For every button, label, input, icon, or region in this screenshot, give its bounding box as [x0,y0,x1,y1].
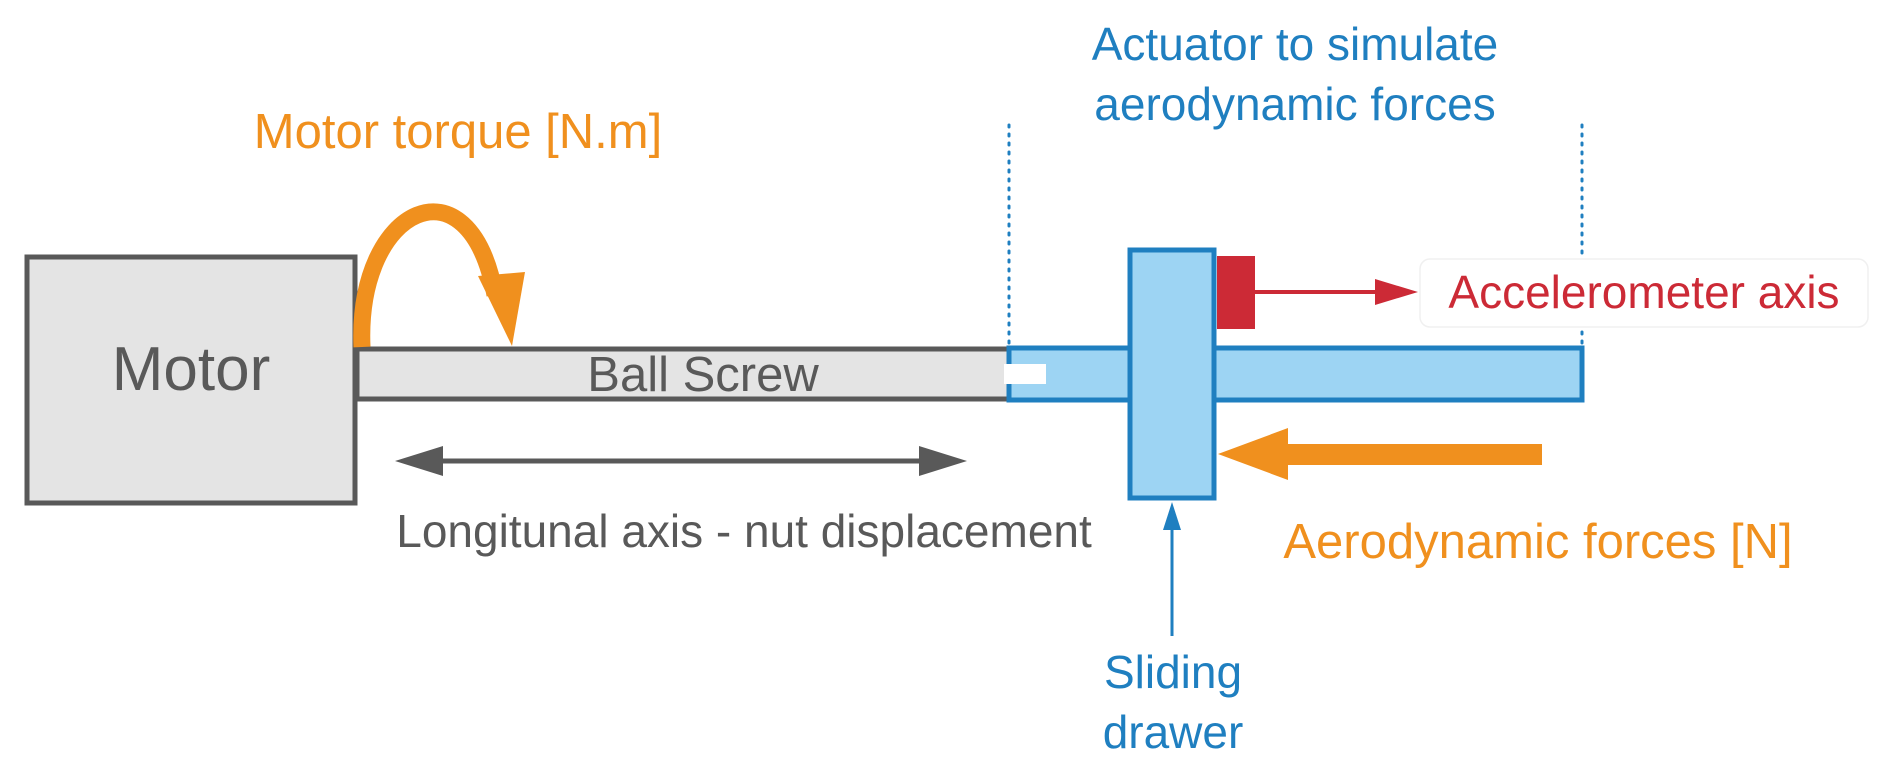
longitudinal-axis-label: Longitunal axis - nut displacement [396,505,1092,557]
accelerometer-block [1217,256,1255,329]
accelerometer-axis-label: Accelerometer axis [1448,266,1839,318]
motor-block [24,254,358,506]
sliding-drawer-label-line2: drawer [1103,706,1244,758]
motor-torque-label: Motor torque [N.m] [254,105,662,159]
accelerometer-arrow-head [1375,279,1418,305]
accelerometer-label-box [1419,258,1869,328]
longitudinal-axis-head-right [919,446,967,476]
ball-screw-label: Ball Screw [587,348,819,402]
sliding-drawer-plate [1127,247,1217,501]
sliding-drawer-label-line1: Sliding [1104,646,1242,698]
motor-label: Motor [112,335,270,404]
longitudinal-axis-head-left [395,446,443,476]
sliding-drawer-pointer-head [1163,502,1181,530]
aerodynamic-forces-label: Aerodynamic forces [N] [1283,515,1792,569]
screw-nut-gap [1004,364,1046,384]
actuator-title-line2: aerodynamic forces [1094,78,1495,130]
motor-torque-arrow-arc [353,203,504,348]
actuator-title-line1: Actuator to simulate [1092,18,1499,70]
actuator-rod [1006,345,1585,403]
aero-force-arrow-shaft [1285,444,1542,465]
aero-force-arrow-head [1218,428,1288,480]
motor-torque-arrow-head [478,272,525,346]
